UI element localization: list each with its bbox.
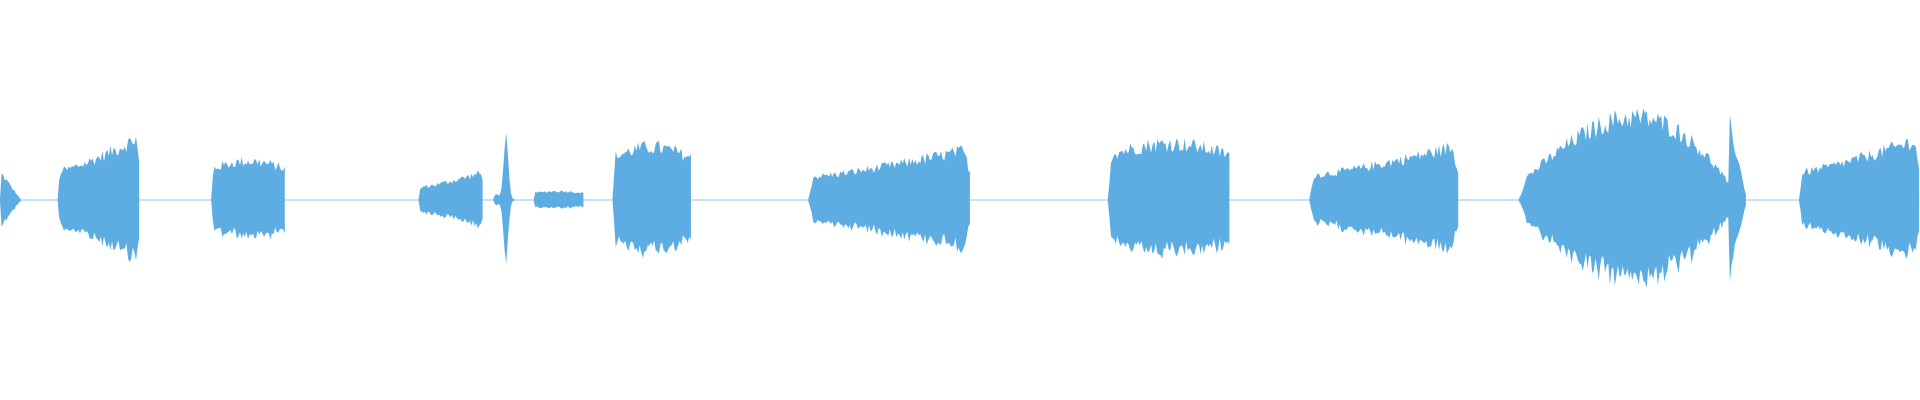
waveform-segment-9 (1107, 138, 1230, 259)
waveform-segment-4 (418, 170, 483, 229)
waveform-segment-7 (612, 141, 691, 258)
waveform-segment-2 (57, 136, 140, 263)
waveform-segment-10 (1309, 143, 1459, 254)
waveform-segments (0, 108, 1919, 288)
waveform-segment-5 (493, 132, 515, 264)
waveform-segment-12 (1799, 138, 1919, 260)
waveform-segment-1 (0, 173, 21, 227)
waveform-segment-8 (808, 146, 970, 253)
waveform-segment-6 (533, 190, 584, 209)
waveform-segment-3 (211, 157, 285, 240)
waveform-segment-11 (1518, 108, 1746, 288)
